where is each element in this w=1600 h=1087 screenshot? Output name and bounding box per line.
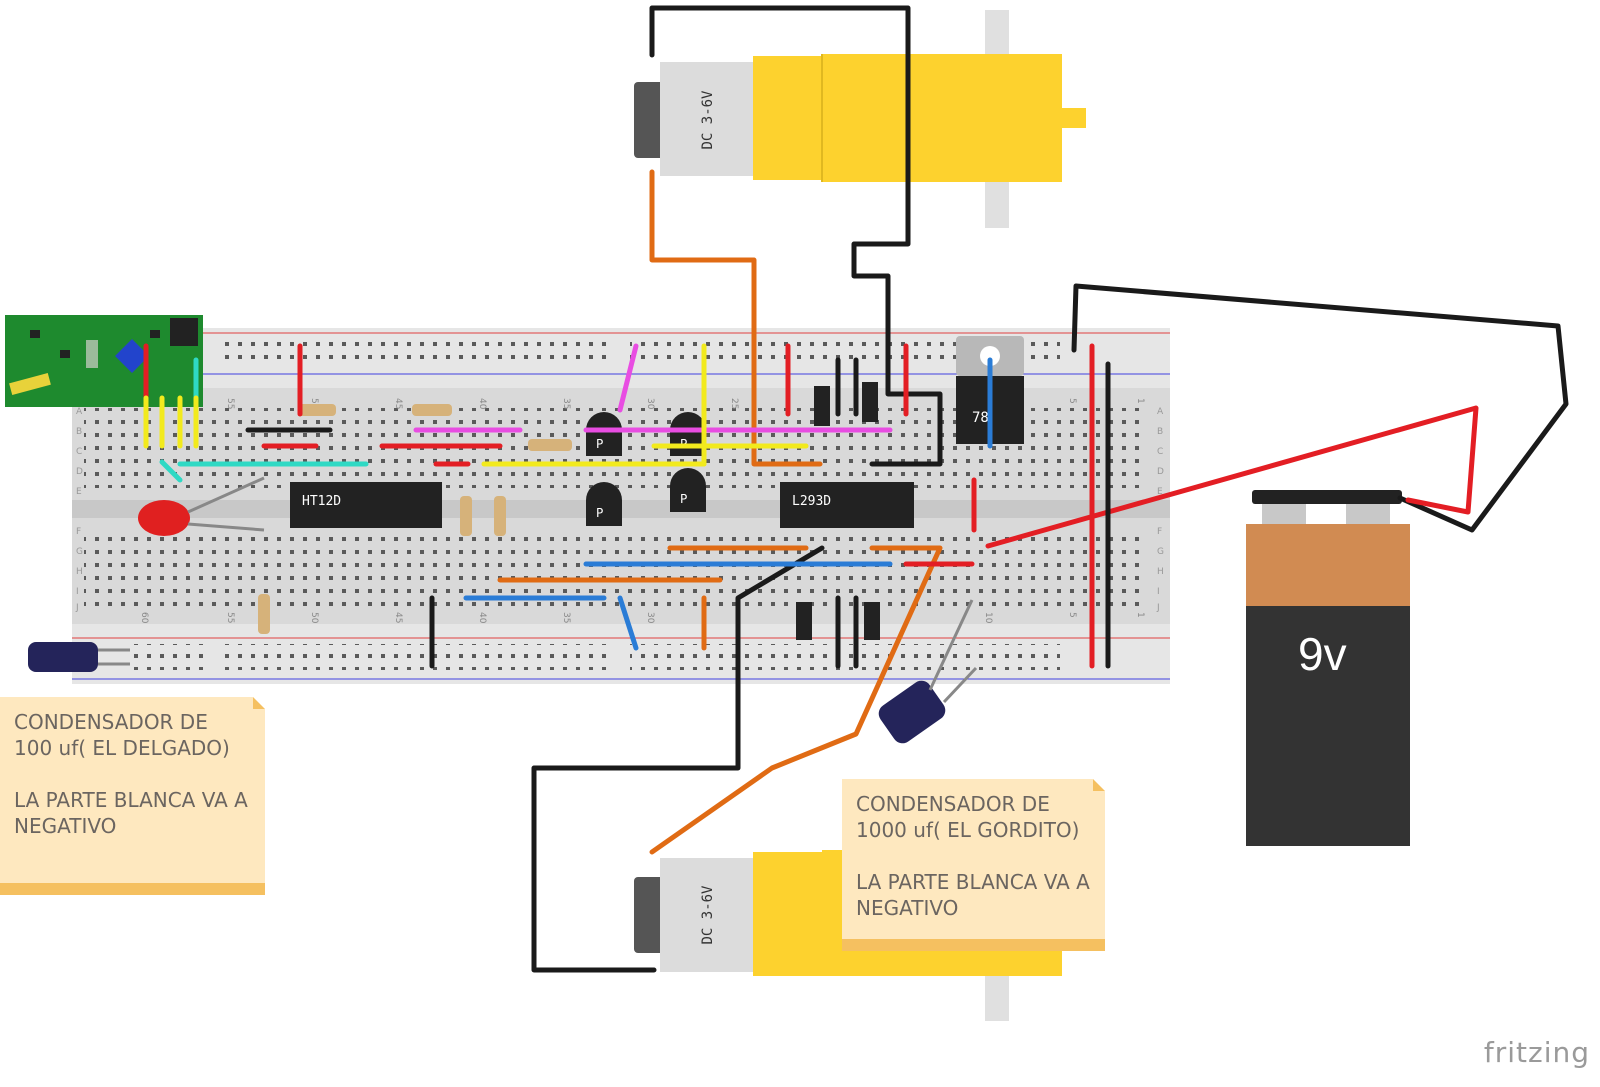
wire-orange (649, 545, 943, 855)
row-letter: C (76, 447, 82, 457)
note-left-title: CONDENSADOR DE 100 uf( EL DELGADO) (14, 710, 230, 760)
transistor: P (670, 468, 706, 512)
row-letter: E (76, 487, 82, 497)
wire-blue (617, 595, 639, 651)
note-capacitor-100uf: CONDENSADOR DE 100 uf( EL DELGADO) LA PA… (0, 697, 265, 895)
col-num-top: 45 (393, 398, 403, 409)
col-num-bottom: 60 (139, 612, 149, 624)
row-letter: J (75, 603, 79, 613)
row-letter: A (76, 407, 83, 417)
col-num-bottom: 40 (477, 612, 487, 624)
motor-bottom-label: DC 3-6V (700, 885, 716, 945)
battery-9v: 9v (1246, 490, 1410, 846)
row-letter: H (1157, 567, 1164, 577)
row-letter: G (1157, 547, 1164, 557)
red-led (138, 476, 265, 536)
col-num-top: 55 (225, 398, 235, 409)
wire-black (649, 5, 943, 467)
note-right-title: CONDENSADOR DE 1000 uf( EL GORDITO) (856, 792, 1080, 842)
row-letter: B (76, 427, 82, 437)
wire-magenta (617, 343, 639, 413)
wires (143, 5, 1569, 973)
col-num-top: 35 (561, 398, 571, 409)
col-num-bottom: 10 (983, 612, 993, 624)
row-letter: C (1157, 447, 1163, 457)
note-capacitor-1000uf: CONDENSADOR DE 1000 uf( EL GORDITO) LA P… (842, 779, 1105, 951)
ht12d-label: HT12D (302, 494, 341, 509)
row-letter: E (1157, 487, 1163, 497)
wire-black (531, 545, 825, 973)
col-num-bottom: 5 (1067, 612, 1077, 618)
col-num-bottom: 30 (645, 612, 655, 624)
ht12d-chip: HT12D (290, 482, 442, 528)
diodes (796, 382, 880, 640)
capacitor-100uf (28, 642, 130, 672)
col-num-bottom: 55 (225, 612, 235, 623)
row-letter: D (76, 467, 83, 477)
col-num-bottom: 50 (309, 612, 319, 624)
transistor-mark: P (596, 437, 603, 451)
row-letter: G (76, 547, 83, 557)
col-num-top: 1 (1135, 398, 1145, 404)
column-numbers: 55 50 45 40 35 30 25 5 1 60 55 50 45 40 … (139, 398, 1145, 624)
row-letter: I (76, 587, 79, 597)
col-num-top: 40 (477, 398, 487, 410)
wire-cyan (159, 459, 183, 483)
note-left-bar (0, 883, 265, 895)
wire-red (985, 405, 1479, 549)
row-letter: I (1157, 587, 1160, 597)
col-num-top: 5 (1067, 398, 1077, 404)
transistor: P (586, 482, 622, 526)
row-letter: B (1157, 427, 1163, 437)
transistor-mark: P (596, 506, 603, 520)
l293d-label: L293D (792, 494, 831, 509)
wire-black (1071, 283, 1569, 533)
note-right-bar (842, 939, 1105, 951)
row-letters: A B C D E F G H I J A B C D E F G H I J (75, 407, 1164, 613)
note-left-body: LA PARTE BLANCA VA A NEGATIVO (14, 788, 248, 838)
row-letter: F (76, 527, 81, 537)
col-num-top: 25 (729, 398, 739, 409)
row-letter: J (1156, 603, 1160, 613)
note-right-body: LA PARTE BLANCA VA A NEGATIVO (856, 870, 1090, 920)
motor-top: DC 3-6V (634, 10, 1086, 228)
battery-label: 9v (1298, 628, 1347, 680)
rf-receiver-module (5, 315, 203, 407)
col-num-bottom: 35 (561, 612, 571, 623)
wire-orange (649, 169, 823, 467)
regulator-label: 78 (972, 410, 989, 426)
col-num-top: 30 (645, 398, 655, 410)
transistor-mark: P (680, 492, 687, 506)
row-letter: D (1157, 467, 1164, 477)
motor-top-label: DC 3-6V (700, 90, 716, 150)
transistor: P (586, 412, 622, 456)
col-num-bottom: 45 (393, 612, 403, 623)
resistors (258, 404, 572, 634)
row-letter: A (1157, 407, 1164, 417)
transistors: P P P P (586, 412, 706, 526)
transistor: P (670, 412, 706, 456)
l293d-chip: L293D (780, 482, 914, 528)
capacitor-1000uf (878, 599, 978, 744)
col-num-bottom: 1 (1135, 612, 1145, 618)
row-letter: H (76, 567, 83, 577)
fritzing-logo: fritzing (1483, 1036, 1590, 1069)
col-num-top: 50 (309, 398, 319, 410)
row-letter: F (1157, 527, 1162, 537)
